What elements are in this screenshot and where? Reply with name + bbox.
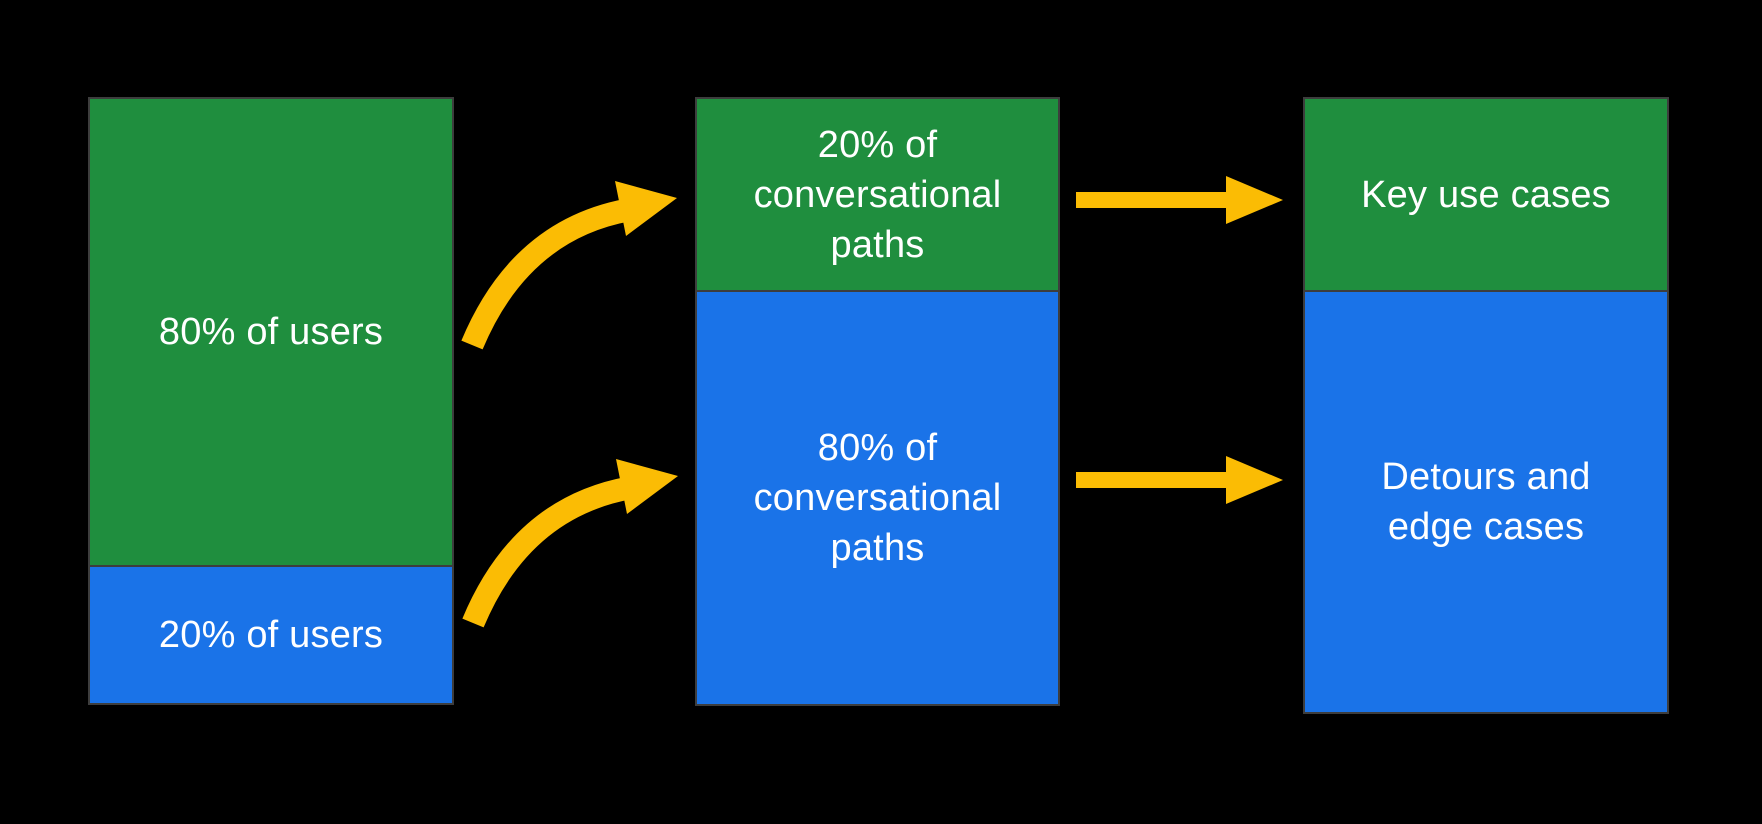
paths-20-segment: 20% of conversational paths [697,99,1058,290]
outcomes-column: Key use cases Detours and edge cases [1303,97,1669,714]
curved-arrow-up-icon [462,459,678,628]
users-80-segment: 80% of users [90,99,452,565]
key-use-cases-segment: Key use cases [1305,99,1667,290]
users-80-label: 80% of users [158,311,384,353]
right-arrow-icon [1076,456,1283,504]
paths-20-label: 20% of conversational paths [753,123,1002,266]
curved-arrow-up-icon [461,181,677,350]
detours-edge-cases-segment: Detours and edge cases [1305,290,1667,712]
key-use-cases-label: Key use cases [1361,173,1611,216]
paths-80-label: 80% of conversational paths [753,427,1002,569]
conversational-paths-column: 20% of conversational paths 80% of conve… [695,97,1060,706]
users-20-segment: 20% of users [90,565,452,703]
right-arrow-icon [1076,176,1283,224]
users-column: 80% of users 20% of users [88,97,454,705]
paths-80-segment: 80% of conversational paths [697,290,1058,704]
users-20-label: 20% of users [158,614,384,656]
detours-edge-cases-label: Detours and edge cases [1381,456,1591,548]
